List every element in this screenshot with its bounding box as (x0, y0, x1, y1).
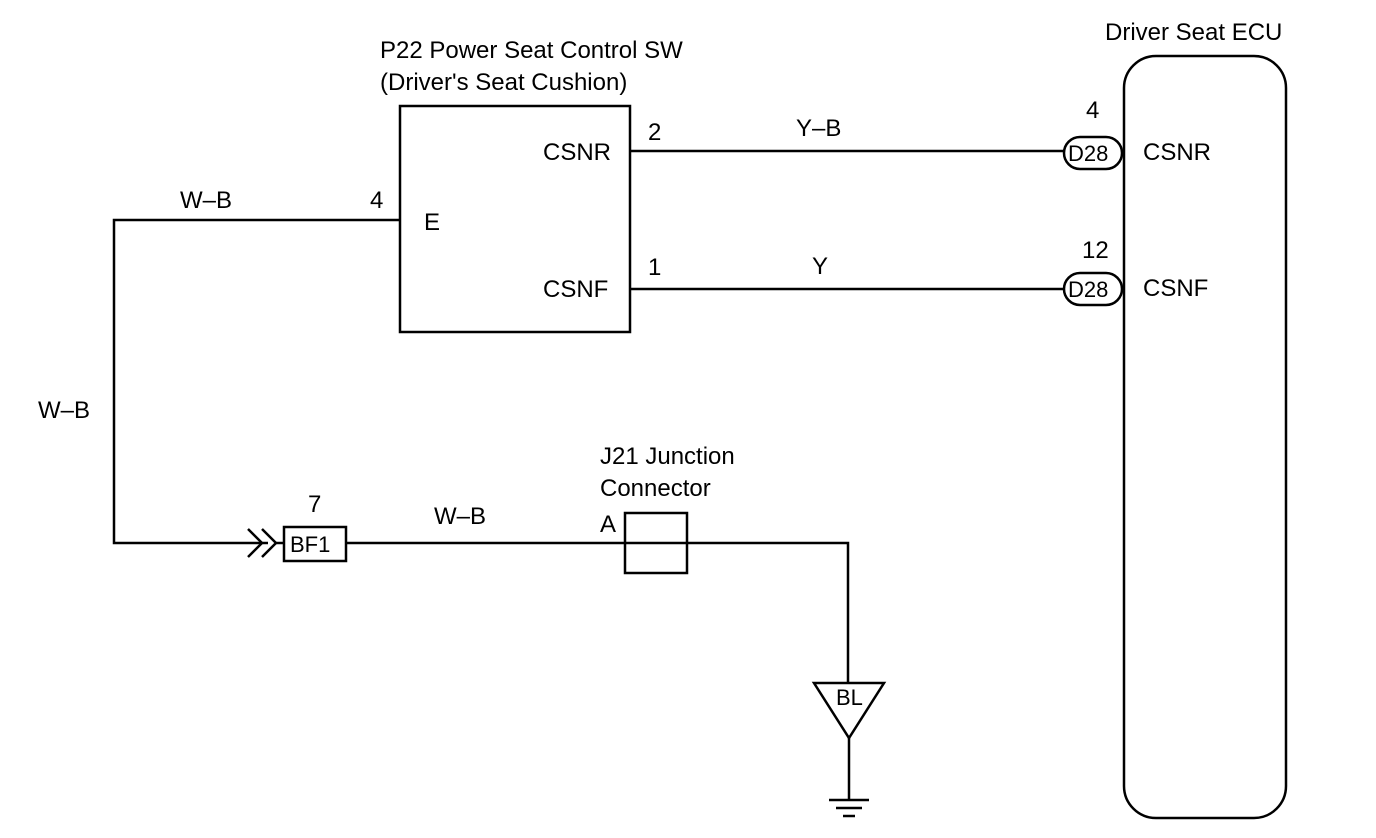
ground-point-triangle (811, 681, 887, 741)
ecu-connector-d28-bottom-label: D28 (1068, 277, 1108, 302)
driver-seat-ecu-box (1122, 54, 1288, 820)
wire-ground-path (112, 218, 400, 545)
junction-title-line1: J21 Junction (600, 443, 735, 470)
wire-ground-top-color: W–B (180, 187, 232, 214)
wire-junction-to-ground (687, 541, 850, 683)
switch-pin-csnf-label: CSNF (543, 276, 608, 303)
inline-connector-bf1-label: BF1 (290, 532, 330, 557)
ecu-title: Driver Seat ECU (1105, 19, 1282, 46)
inline-connector-bf1-pin: 7 (308, 491, 321, 518)
switch-title-line1: P22 Power Seat Control SW (380, 37, 683, 64)
ecu-connector-d28-top-label: D28 (1068, 141, 1108, 166)
chevron-connector-icon (247, 528, 264, 558)
ecu-pin-csnr-number: 4 (1086, 97, 1099, 124)
junction-title-line2: Connector (600, 475, 711, 502)
switch-title-line2: (Driver's Seat Cushion) (380, 69, 627, 96)
ground-point-label: BL (836, 685, 863, 710)
ecu-pin-csnr-label: CSNR (1143, 139, 1211, 166)
ecu-pin-csnf-number: 12 (1082, 237, 1109, 264)
ecu-connector-d28-top (1062, 135, 1124, 171)
ecu-pin-csnf-label: CSNF (1143, 275, 1208, 302)
switch-pin-e-label: E (424, 209, 440, 236)
wire-csnf-color: Y (812, 253, 828, 280)
switch-pin-csnf-number: 1 (648, 254, 661, 281)
wire-ground-bottom-color: W–B (434, 503, 486, 530)
wire-csnr-color: Y–B (796, 115, 841, 142)
switch-pin-e-number: 4 (370, 187, 383, 214)
junction-pin-label: A (600, 511, 616, 538)
switch-pin-csnr-number: 2 (648, 119, 661, 146)
wire-ground-left-color: W–B (38, 397, 90, 424)
switch-pin-csnr-label: CSNR (543, 139, 611, 166)
